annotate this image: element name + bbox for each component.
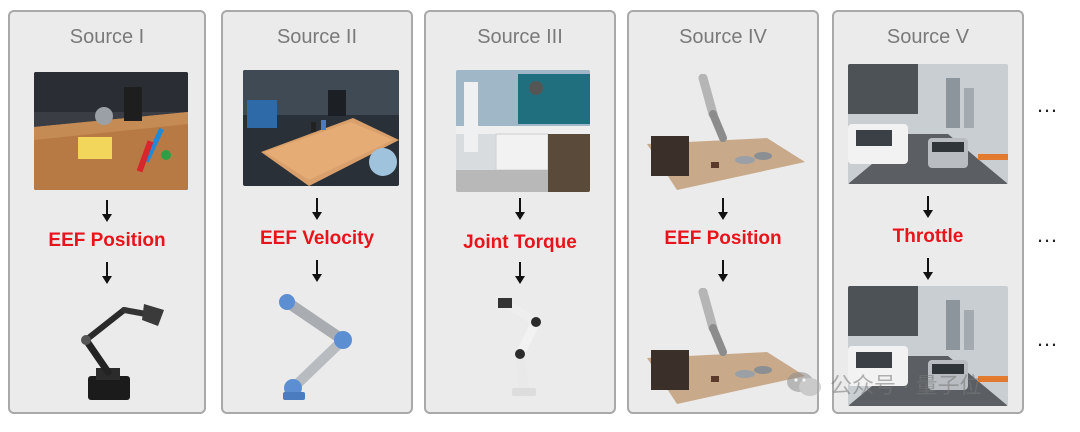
action-label: EEF Position [664,228,782,249]
action-label: Throttle [892,226,964,247]
down-arrow-icon [515,262,525,284]
action-label: Joint Torque [463,232,577,253]
kitchen-counter-image [34,72,188,190]
source-title: Source V [886,26,970,48]
source-title: Source III [477,26,563,48]
down-arrow-icon [312,260,322,282]
simulation-table-image [647,288,805,404]
action-label: EEF Position [48,230,166,251]
down-arrow-icon [718,260,728,282]
lab-table-image [243,70,399,186]
wechat-icon [787,372,821,396]
ellipsis-bottom: … [1036,326,1059,351]
source-panel-2: Source II EEF Velocity [221,10,413,414]
source-panel-3: Source III Joint Torque [424,10,616,414]
down-arrow-icon [102,200,112,222]
down-arrow-icon [923,196,933,218]
street-scene-image [848,286,1008,406]
watermark: 公众号 · 量子位 [786,368,982,400]
down-arrow-icon [312,198,322,220]
down-arrow-icon [718,198,728,220]
street-scene-image [848,64,1008,184]
ellipsis-top: … [1036,92,1059,117]
simulation-table-image [647,74,805,190]
ellipsis-middle: … [1036,222,1059,247]
robot-arm-image [46,292,176,406]
watermark-text: 公众号 · 量子位 [830,373,982,398]
source-title: Source II [276,26,358,48]
action-label: EEF Velocity [259,228,375,249]
source-title: Source IV [679,26,767,48]
source-panel-4: Source IV EEF Position [627,10,819,414]
source-panel-5: Source V Throttle [832,10,1024,414]
kitchen-sink-image [456,70,590,192]
down-arrow-icon [102,262,112,284]
down-arrow-icon [515,198,525,220]
source-panel-1: Source I EEF Position [8,10,206,414]
down-arrow-icon [923,258,933,280]
robot-arm-image [273,288,377,404]
robot-arm-image [484,292,564,400]
source-title: Source I [69,26,145,48]
